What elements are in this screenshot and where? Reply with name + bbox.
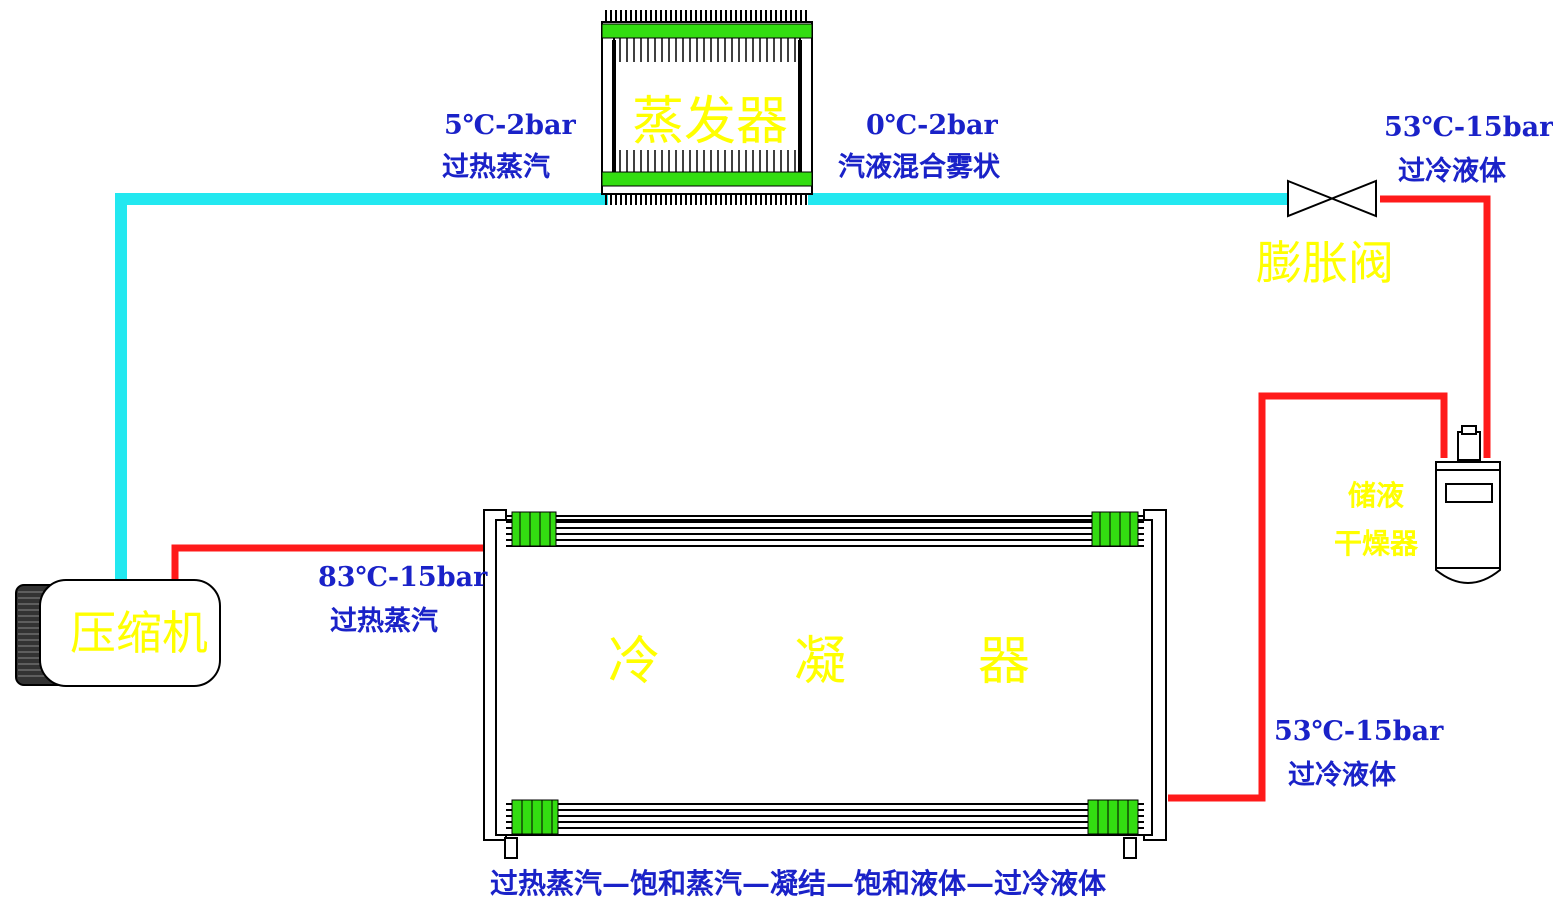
condenser bbox=[483, 509, 1167, 859]
evap-outlet-condition: 5℃-2bar bbox=[444, 110, 576, 141]
condenser-label-char-1: 冷 bbox=[608, 632, 661, 692]
liquid-line-to-drier bbox=[1168, 392, 1448, 802]
valve-inlet-condition: 53℃-15bar bbox=[1384, 112, 1553, 143]
compressor bbox=[15, 579, 221, 687]
evap-outlet-phase: 过热蒸汽 bbox=[442, 152, 550, 183]
valve-inlet-phase: 过冷液体 bbox=[1398, 156, 1506, 187]
expansion-valve-label: 膨胀阀 bbox=[1256, 236, 1394, 290]
liquid-line-to-valve bbox=[1380, 195, 1491, 458]
condenser-label-char-3: 器 bbox=[978, 632, 1031, 692]
compressor-outlet-phase: 过热蒸汽 bbox=[330, 606, 438, 637]
receiver-drier-label-line1: 储液 bbox=[1348, 479, 1405, 512]
expansion-valve bbox=[1287, 179, 1377, 218]
compressor-label: 压缩机 bbox=[70, 606, 208, 660]
suction-line bbox=[115, 193, 608, 583]
evaporator bbox=[601, 10, 813, 205]
discharge-line bbox=[171, 544, 484, 584]
condenser-label-char-2: 凝 bbox=[794, 632, 847, 692]
evap-inlet-phase: 汽液混合雾状 bbox=[838, 152, 1000, 183]
evap-inlet-condition: 0℃-2bar bbox=[866, 110, 998, 141]
evaporator-label: 蒸发器 bbox=[632, 92, 789, 152]
condenser-outlet-condition: 53℃-15bar bbox=[1274, 716, 1444, 747]
compressor-outlet-condition: 83℃-15bar bbox=[318, 562, 488, 593]
condenser-outlet-phase: 过冷液体 bbox=[1288, 760, 1396, 791]
condenser-process-caption: 过热蒸汽—饱和蒸汽—凝结—饱和液体—过冷液体 bbox=[490, 867, 1107, 900]
receiver-drier-label-line2: 干燥器 bbox=[1334, 527, 1419, 560]
receiver-drier bbox=[1435, 425, 1501, 584]
